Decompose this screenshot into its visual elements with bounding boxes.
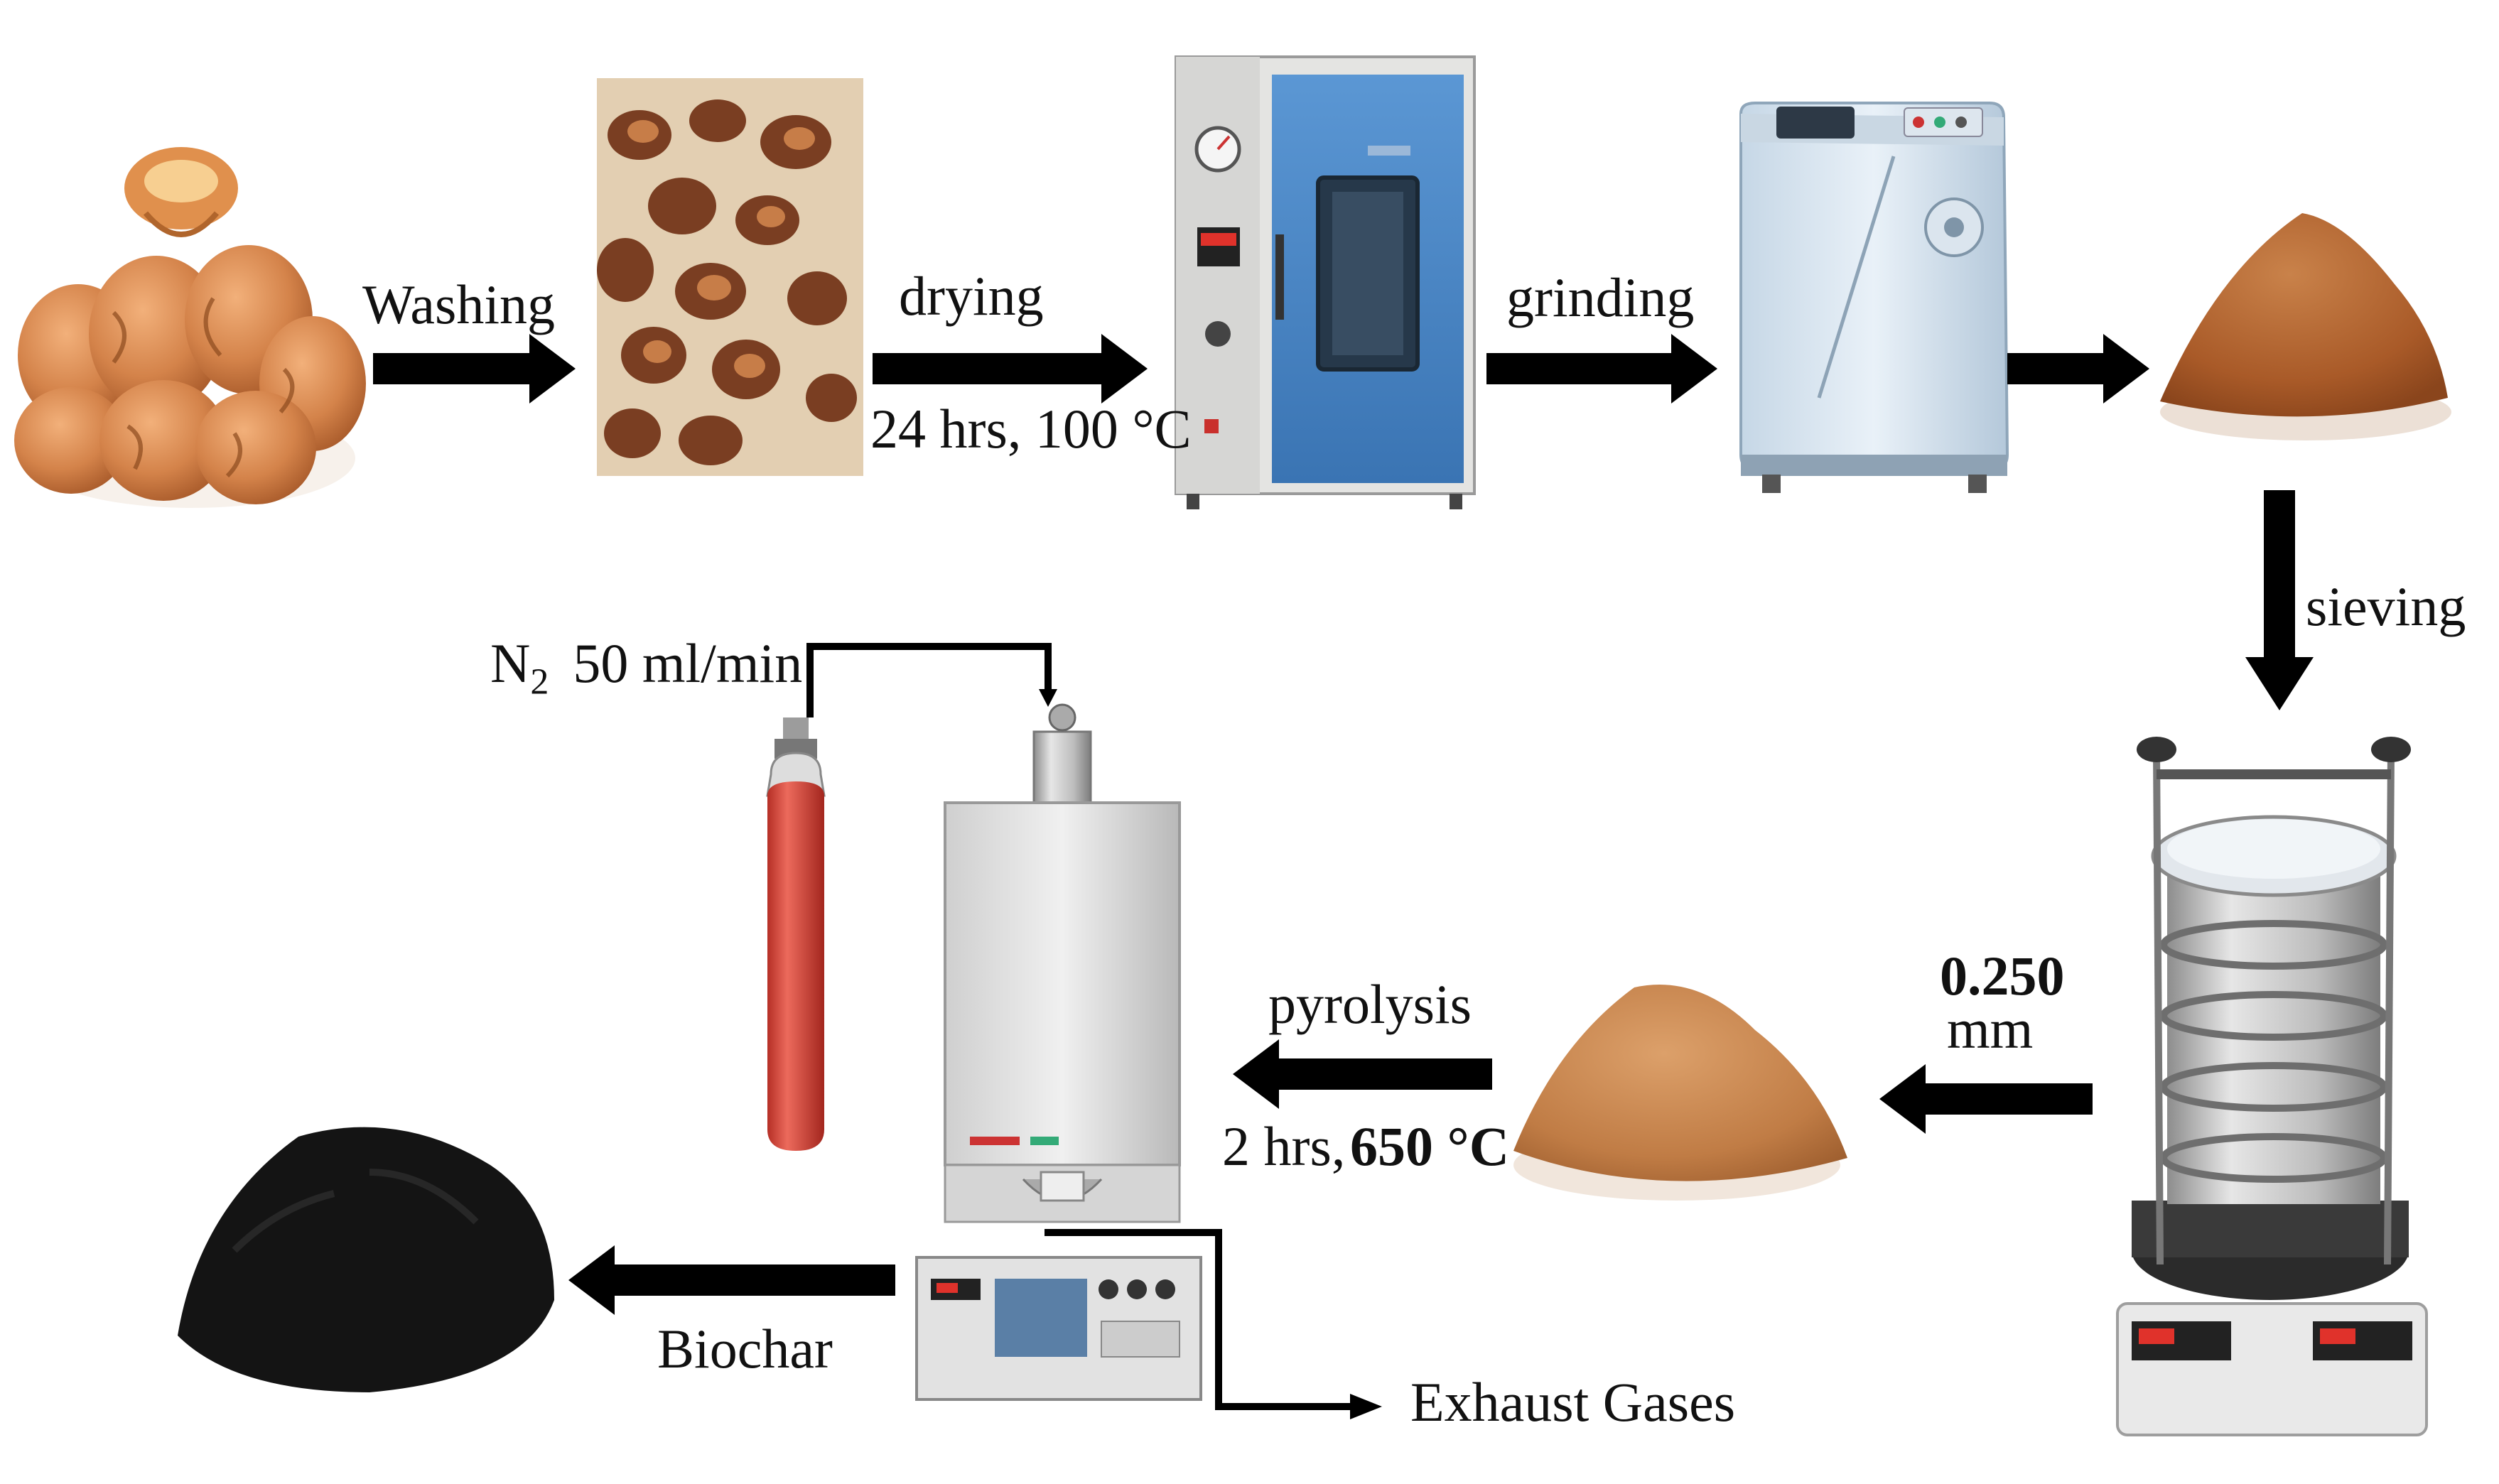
grinder-icon [1739, 102, 2009, 493]
label-pyrolysis-time: 2 hrs, [1222, 1115, 1346, 1177]
label-drying-condition: 24 hrs, 100 °C [870, 398, 1192, 460]
label-pyrolysis: pyrolysis [1268, 973, 1472, 1035]
drying-oven-icon [1175, 55, 1476, 509]
label-sieve-size-unit: mm [1947, 998, 2034, 1060]
sieved-powder-image [1513, 985, 1847, 1201]
arrow-sieving [2245, 490, 2314, 710]
walnut-shells-image [14, 147, 366, 508]
arrow-biochar [568, 1245, 895, 1315]
label-nitrogen-symbol: N [490, 632, 531, 694]
label-grinding: grinding [1506, 266, 1695, 328]
arrow-pyrolysis [1233, 1039, 1492, 1109]
gas-line [806, 643, 1057, 717]
label-pyrolysis-temp: 650 °C [1350, 1115, 1510, 1177]
label-biochar: Biochar [657, 1318, 833, 1380]
label-washing: Washing [362, 273, 556, 335]
arrow-grinding [1486, 334, 1717, 404]
biochar-pile-image [178, 1127, 554, 1392]
washed-shells-image [597, 78, 863, 476]
label-sieving: sieving [2306, 575, 2466, 637]
label-nitrogen-subscript: 2 [530, 661, 549, 703]
arrow-washing [373, 334, 576, 404]
exhaust-line [1045, 1229, 1382, 1419]
nitrogen-cylinder-icon [766, 717, 826, 1151]
label-exhaust-gases: Exhaust Gases [1410, 1371, 1736, 1433]
sieve-shaker-icon [2116, 737, 2428, 1436]
label-flow-rate: 50 ml/min [573, 632, 803, 694]
label-sieve-size-value: 0.250 [1940, 945, 2065, 1007]
arrow-to-powder [2007, 334, 2149, 404]
arrow-drying [873, 334, 1148, 404]
arrow-sieved [1879, 1064, 2093, 1134]
label-drying: drying [899, 265, 1044, 327]
ground-powder-image [2160, 213, 2451, 440]
tube-furnace-icon [915, 703, 1202, 1401]
